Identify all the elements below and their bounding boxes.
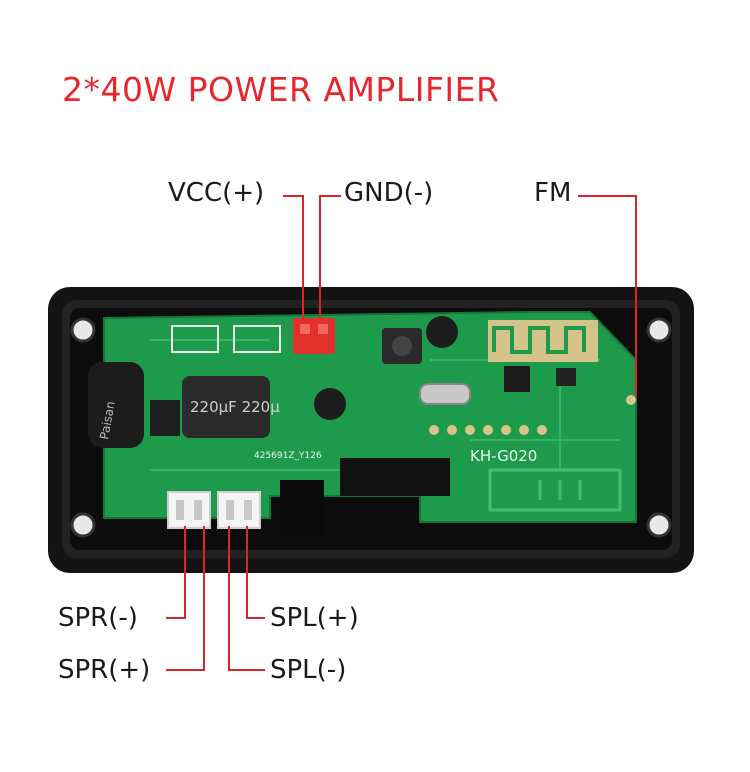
inductor: [382, 328, 422, 364]
leader-spr-pos: [166, 526, 205, 671]
leader-vcc: [283, 195, 304, 320]
speaker-connectors: [167, 491, 261, 529]
capacitor-top: [426, 316, 458, 348]
board-code-label: 425691Z_Y126: [254, 451, 322, 461]
page-title: 2*40W POWER AMPLIFIER: [62, 70, 500, 109]
header-pins: [429, 425, 547, 435]
bluetooth-chip: [504, 366, 576, 392]
label-fm: FM: [534, 178, 572, 208]
amplifier-ic: [150, 400, 180, 436]
board-model-label: KH-G020: [470, 447, 537, 465]
leader-lines: [166, 195, 637, 671]
label-spl-neg: SPL(-): [270, 655, 347, 685]
label-spr-pos: SPR(+): [58, 655, 151, 685]
leader-spr-neg: [166, 526, 186, 619]
leader-fm: [578, 195, 637, 396]
label-spl-pos: SPL(+): [270, 603, 359, 633]
leader-spl-pos: [246, 526, 265, 619]
label-gnd: GND(-): [344, 178, 434, 208]
crystal-oscillator: [419, 383, 471, 405]
label-spr-neg: SPR(-): [58, 603, 138, 633]
capacitor-label: 220µF 220µ: [190, 398, 280, 416]
power-connector: [293, 318, 335, 354]
header-cn-top: [171, 325, 281, 353]
leader-gnd: [319, 195, 341, 320]
capacitor-paisan: Paisan: [88, 362, 144, 448]
bluetooth-antenna-icon: [488, 320, 598, 362]
capacitor-mid: [314, 388, 346, 420]
leader-spl-neg: [228, 526, 265, 671]
label-vcc: VCC(+): [168, 178, 265, 208]
fm-solder-point: [626, 395, 636, 405]
capacitor-small-label: Paisan: [97, 400, 117, 440]
sd-card-slot: [280, 458, 450, 534]
capacitor-large: 220µF 220µ: [182, 376, 280, 438]
